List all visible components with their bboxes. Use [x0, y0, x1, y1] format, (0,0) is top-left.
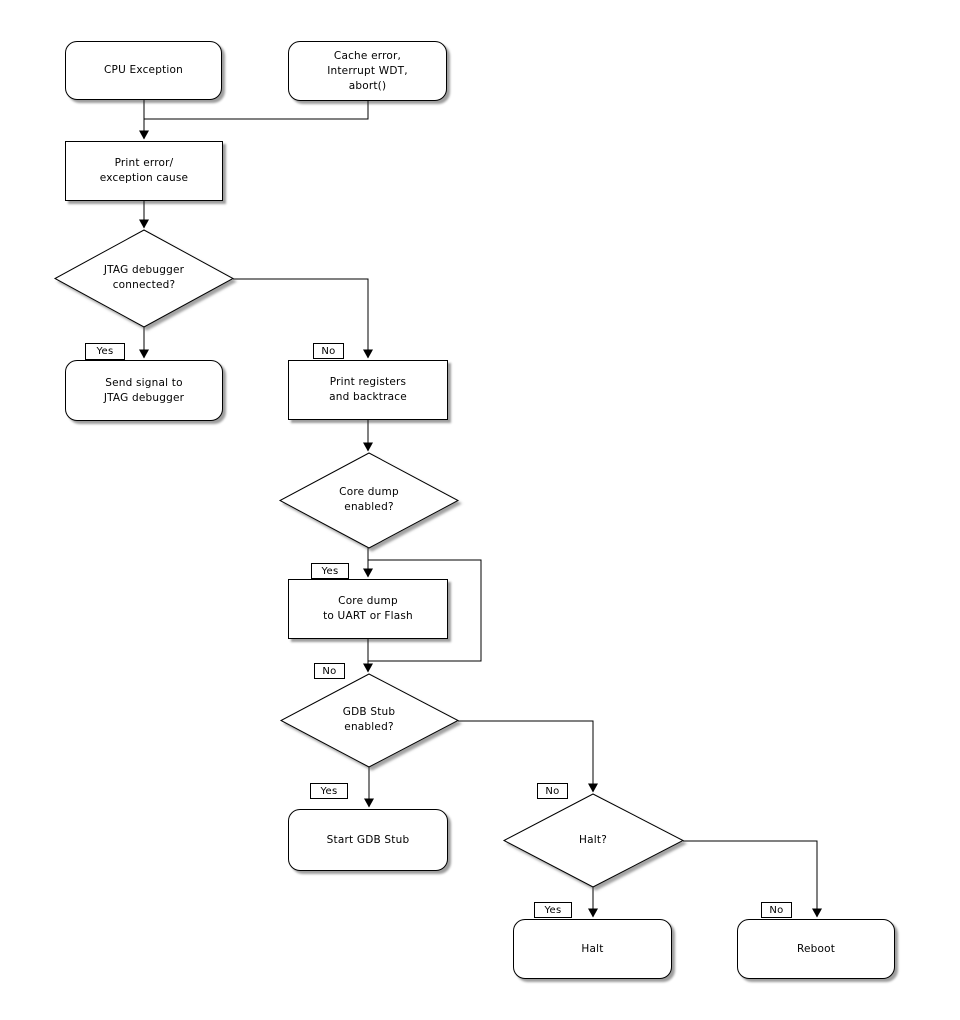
node-cache-error: Cache error, Interrupt WDT, abort()	[288, 41, 447, 101]
node-start-gdb-stub: Start GDB Stub	[288, 809, 448, 871]
gdb-decision-shape	[279, 673, 460, 768]
edge-halt-no-to-reboot	[683, 840, 822, 918]
coredump-decision-shape	[278, 452, 460, 549]
halt-decision-shape	[502, 793, 685, 888]
edge-top-merge	[143, 100, 369, 120]
node-halt: Halt	[513, 919, 672, 979]
node-print-registers: Print registers and backtrace	[288, 360, 448, 420]
label-coredump-no: No	[314, 663, 345, 679]
edge-coredump-no-bypass	[368, 559, 482, 662]
label-coredump-yes: Yes	[311, 563, 349, 579]
node-cpu-exception: CPU Exception	[65, 41, 222, 100]
edge-jtag-no-to-print-registers	[233, 278, 373, 359]
node-send-signal: Send signal to JTAG debugger	[65, 360, 223, 421]
label-halt-yes: Yes	[534, 902, 572, 918]
label-gdb-no: No	[537, 783, 568, 799]
label-jtag-yes: Yes	[85, 343, 125, 360]
label-halt-no: No	[761, 902, 792, 918]
node-print-error: Print error/ exception cause	[65, 141, 223, 201]
node-reboot: Reboot	[737, 919, 895, 979]
label-gdb-yes: Yes	[310, 783, 348, 799]
jtag-decision-shape	[53, 229, 235, 328]
edge-gdb-no-to-halt-decision	[458, 720, 598, 793]
node-core-dump: Core dump to UART or Flash	[288, 579, 448, 639]
label-jtag-no: No	[313, 343, 344, 359]
